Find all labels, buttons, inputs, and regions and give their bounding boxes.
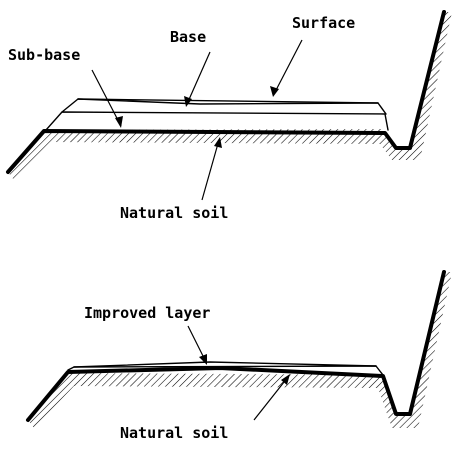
top-natural-soil-leader	[201, 139, 220, 201]
improved-layer-label: Improved layer	[84, 304, 210, 322]
top-cross-section: Sub-base Base Surface Natural soil	[6, 10, 452, 222]
surface-layer	[61, 98, 387, 115]
bottom-natural-soil-hatching	[28, 272, 452, 428]
bottom-cross-section: Improved layer Natural soil	[26, 270, 452, 442]
top-ground-line	[6, 10, 446, 174]
sub-base-leader	[91, 69, 122, 127]
sub-base-arrow-icon	[115, 116, 123, 128]
base-arrow-icon	[184, 96, 192, 107]
base-layer	[45, 111, 389, 131]
top-natural-soil-hatching	[8, 12, 452, 180]
surface-inner-line	[77, 98, 379, 105]
bottom-ground-line	[26, 270, 446, 422]
base-leader	[186, 51, 211, 105]
improved-layer-top	[73, 361, 377, 368]
top-natural-soil-label: Natural soil	[120, 204, 228, 222]
base-label: Base	[170, 28, 206, 46]
surface-arrow-icon	[270, 86, 279, 97]
top-natural-soil-arrow-icon	[214, 137, 222, 148]
bottom-natural-soil-arrow-icon	[281, 374, 290, 385]
bottom-natural-soil-leader	[253, 376, 289, 421]
bottom-natural-soil-label: Natural soil	[120, 424, 228, 442]
sub-base-label: Sub-base	[8, 46, 80, 64]
improved-layer-arrow-icon	[199, 354, 207, 365]
sub-base-layer	[46, 129, 385, 133]
surface-leader	[273, 39, 303, 95]
surface-label: Surface	[292, 14, 355, 32]
